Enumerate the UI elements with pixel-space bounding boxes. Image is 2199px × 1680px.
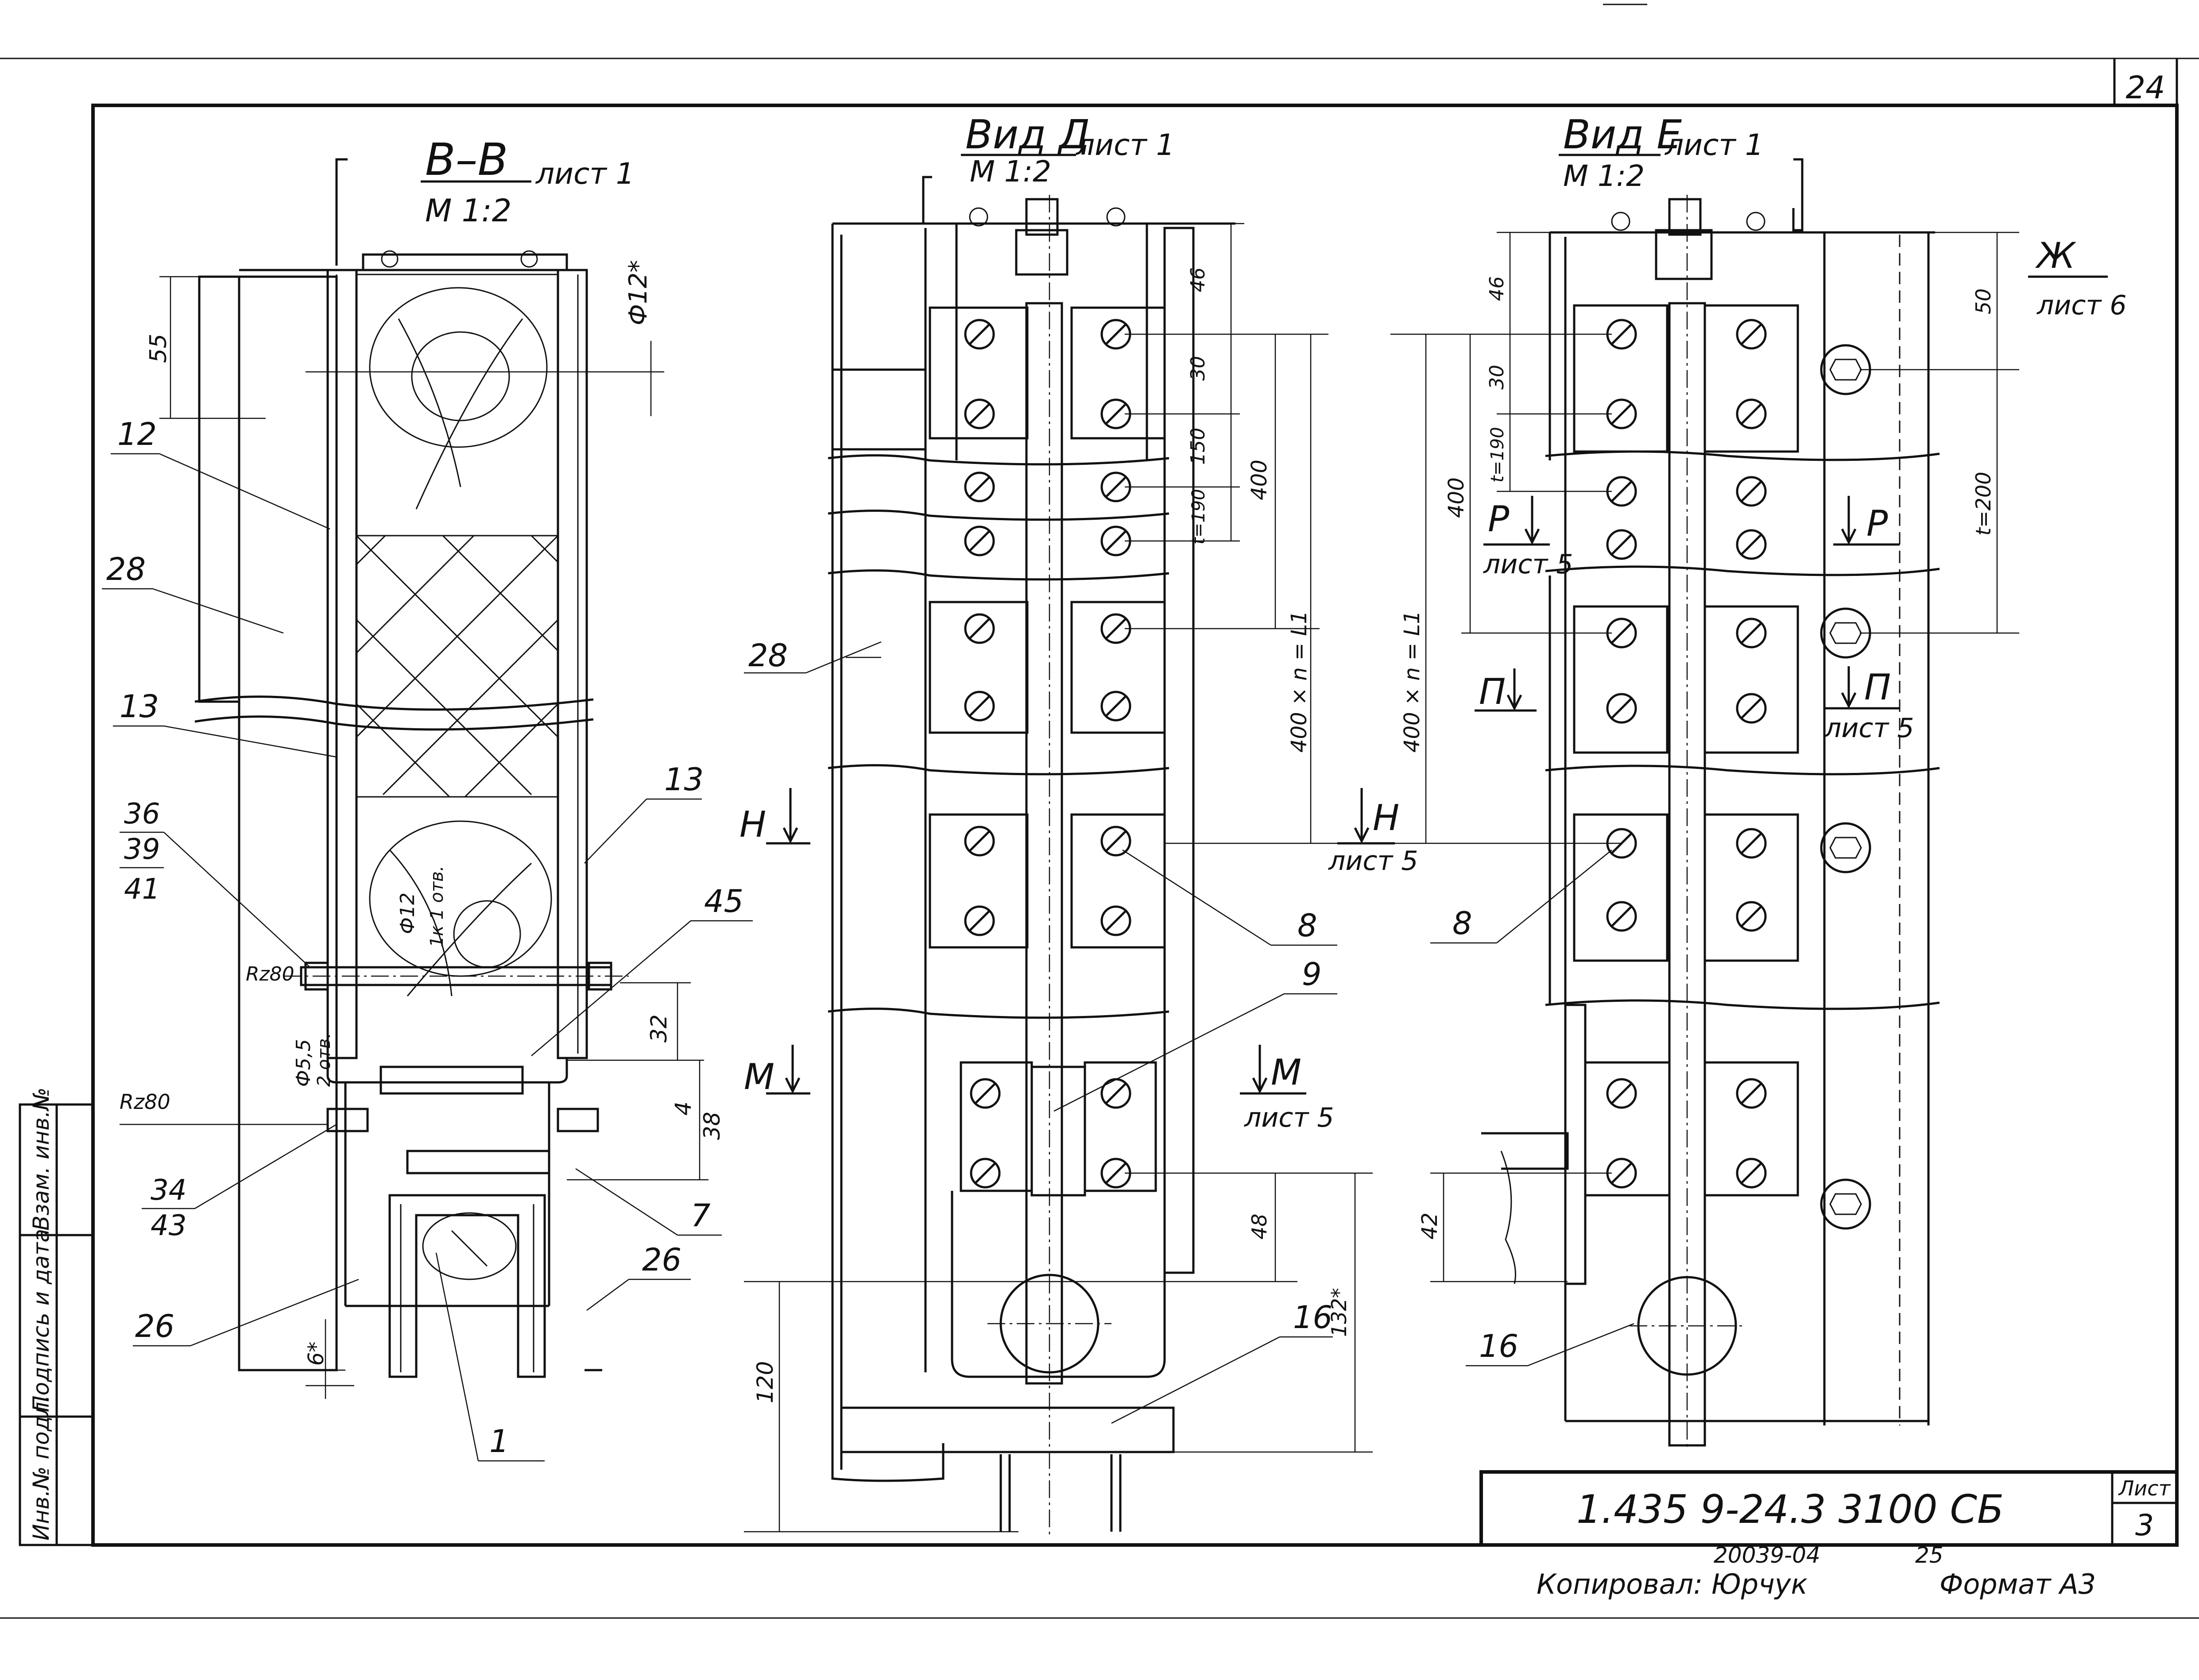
- view-d-dim-400: 400: [1247, 460, 1272, 500]
- pos-39: 39: [124, 833, 160, 866]
- order-number: 20039-04: [1714, 1542, 1820, 1568]
- dim-4: 4: [670, 1101, 696, 1116]
- rz-lower: Rz80: [120, 1090, 170, 1114]
- stamp-inv-original: Инв.№ подл.: [28, 1395, 54, 1541]
- view-e-title: Вид Е: [1563, 112, 1682, 158]
- dim-32: 32: [646, 1014, 672, 1043]
- section-bb-sheet-ref: лист 1: [535, 157, 635, 191]
- view-d-section-n-ref: Н: [1373, 797, 1399, 838]
- view-d-section-n: Н: [739, 804, 766, 845]
- pos-12: 12: [117, 416, 157, 452]
- view-e-dim-t190: t=190: [1487, 427, 1508, 483]
- pos-26-right: 26: [642, 1242, 681, 1278]
- view-d: Вид Д лист 1 М 1:2: [739, 112, 1418, 1536]
- format-label: Формат А3: [1940, 1568, 2096, 1600]
- view-d-pos-16: 16: [1293, 1299, 1332, 1336]
- view-e-dim-46: 46: [1486, 276, 1508, 301]
- page-number: 24: [2125, 70, 2165, 106]
- dim-6: 6*: [304, 1341, 329, 1366]
- dim-55: 55: [145, 334, 172, 363]
- order-page: 25: [1915, 1542, 1943, 1568]
- copied-by: Копировал: Юрчук: [1537, 1568, 1808, 1600]
- view-d-dim-132: 132*: [1327, 1288, 1351, 1337]
- pos-43: 43: [151, 1209, 186, 1242]
- view-d-section-n-sheet: лист 5: [1328, 846, 1418, 877]
- view-d-pos-8: 8: [1297, 908, 1317, 944]
- section-bb-title: В–В: [425, 134, 508, 185]
- view-d-dim-150: 150: [1187, 428, 1209, 465]
- view-e-dim-50: 50: [1971, 288, 1995, 314]
- pos-36: 36: [124, 798, 160, 830]
- pos-28: 28: [106, 551, 146, 587]
- view-d-bolts: [964, 319, 1131, 1189]
- view-d-section-m-sheet: лист 5: [1244, 1102, 1334, 1133]
- view-e-dim-30: 30: [1486, 365, 1508, 390]
- hole-count: 1к 1 отв.: [427, 865, 447, 947]
- pos-41: 41: [124, 873, 160, 906]
- view-e-dim-42: 42: [1417, 1213, 1442, 1240]
- view-d-dim-t190: t=190: [1189, 489, 1209, 545]
- pos-1: 1: [489, 1423, 509, 1460]
- view-e-section-zh-sheet: лист 6: [2036, 290, 2127, 321]
- view-d-dim-30: 30: [1187, 356, 1209, 381]
- view-e-section-r-sheet: лист 5: [1483, 549, 1573, 580]
- view-e-section-p-sheet: лист 5: [1824, 713, 1914, 744]
- view-d-pos-28: 28: [748, 637, 788, 674]
- pos-26-left: 26: [135, 1308, 174, 1344]
- view-e-dim-t200: t=200: [1971, 472, 1995, 536]
- view-e-dim-400: 400: [1444, 477, 1469, 518]
- view-d-sheet-ref: лист 1: [1075, 128, 1175, 162]
- hole-d12: Ф12: [396, 892, 419, 934]
- view-e-pos-8: 8: [1452, 905, 1472, 942]
- pos-34: 34: [151, 1174, 186, 1207]
- view-e-pos-16: 16: [1479, 1328, 1518, 1364]
- pos-45: 45: [704, 883, 743, 919]
- view-d-dim-120: 120: [752, 1361, 778, 1403]
- dim-38: 38: [699, 1112, 725, 1140]
- view-d-title: Вид Д: [965, 112, 1090, 158]
- stamp-replace-inv: Взам. инв.№: [28, 1087, 54, 1231]
- view-d-dim-46: 46: [1187, 267, 1209, 292]
- section-bb-view: В–В лист 1 М 1:2: [102, 134, 753, 1462]
- view-e-sheet-ref: лист 1: [1664, 128, 1764, 162]
- pos-7: 7: [691, 1197, 711, 1234]
- title-block: [1479, 1470, 2179, 1547]
- view-e-scale: М 1:2: [1563, 159, 1645, 193]
- rz-upper: Rz80: [246, 963, 294, 985]
- pos-13-left: 13: [120, 688, 159, 725]
- stamp-sign-date: Подпись и дата: [28, 1229, 54, 1412]
- view-d-section-m-ref: М: [1271, 1052, 1301, 1093]
- dia-12: Ф12*: [624, 260, 653, 325]
- view-e-section-p: П: [1479, 671, 1506, 712]
- hole-d55-note: 2 отв.: [314, 1033, 334, 1087]
- view-e-section-r: Р: [1488, 498, 1510, 540]
- sheet-number: 3: [2135, 1508, 2154, 1542]
- view-d-pos-9: 9: [1302, 956, 1322, 993]
- pos-13-right: 13: [664, 761, 704, 798]
- hole-d55: Ф5,5: [292, 1039, 315, 1087]
- sheet-label: Лист: [2118, 1476, 2171, 1500]
- view-e-section-r-ref: Р: [1866, 503, 1888, 544]
- view-d-section-m: М: [744, 1056, 774, 1097]
- view-d-dim-chain: 400 × n = L1: [1287, 610, 1312, 753]
- document-designation: 1.435 9-24.3 3100 СБ: [1576, 1487, 2004, 1532]
- view-e-hex-bolts: [1820, 344, 1871, 1230]
- view-d-dim-48: 48: [1247, 1213, 1271, 1240]
- view-d-scale: М 1:2: [970, 154, 1051, 189]
- view-e-dim-chain: 400 × n = L1: [1400, 610, 1425, 753]
- sheet-frame: [0, 4, 2199, 1619]
- view-e-section-p-ref: П: [1864, 667, 1891, 708]
- side-stamp: [19, 1103, 94, 1546]
- section-bb-scale: М 1:2: [425, 193, 511, 229]
- view-e: Вид Е лист 1 М 1:2: [1390, 112, 2127, 1448]
- view-e-section-zh: Ж: [2035, 235, 2076, 276]
